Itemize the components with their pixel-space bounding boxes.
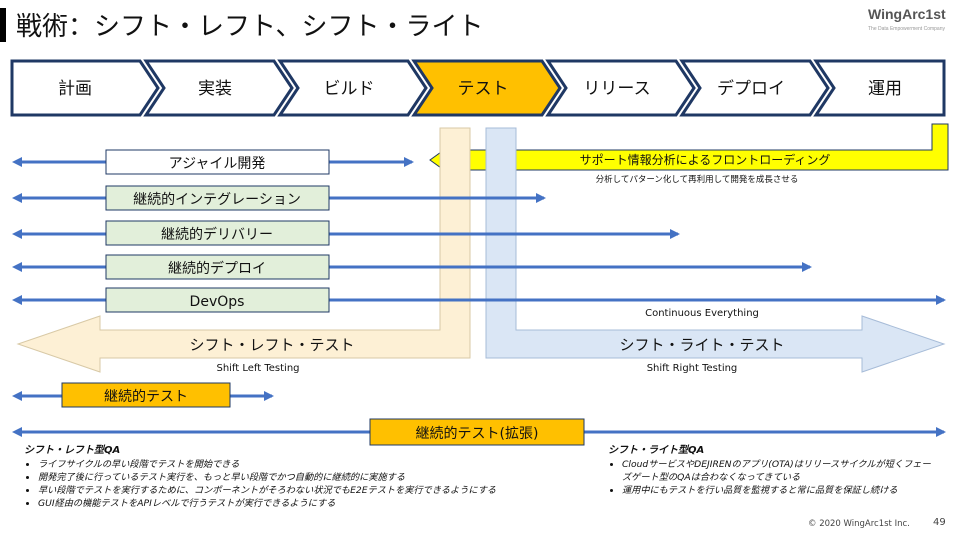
agile-label: アジャイル開発 <box>169 156 266 172</box>
ct-label: 継続的テスト <box>104 388 188 405</box>
list-item: 早い段階でテストを実行するために、コンポーネントがそろわない状況でもE2Eテスト… <box>38 484 564 497</box>
stage-chevrons: 計画 実装 ビルド テスト リリース デプロイ 運用 <box>10 59 946 117</box>
shift-right-notes-heading: シフト・ライト型QA <box>608 445 705 456</box>
list-item: CloudサービスやDEJIRENのアプリ(OTA)はリリースサイクルが短くフェ… <box>622 458 938 484</box>
stage-label: ビルド <box>324 79 375 99</box>
ct-box <box>61 382 231 408</box>
ct-ext-box <box>369 418 585 446</box>
ci-box <box>105 185 330 211</box>
shift-right-notes: シフト・ライト型QA CloudサービスやDEJIRENのアプリ(OTA)はリリ… <box>608 441 938 497</box>
support-sublabel: 分析してパターン化して再利用して開発を成長させる <box>596 174 799 185</box>
stage-label: デプロイ <box>717 78 785 99</box>
stage-label: 実装 <box>198 79 232 99</box>
list-item: 開発完了後に行っているテスト実行を、もっと早い段階でかつ自動的に継続的に実施する <box>38 471 564 484</box>
shift-right-label: シフト・ライト・テスト <box>619 336 784 354</box>
list-item: GUI経由の機能テストをAPIレベルで行うテストが実行できるようにする <box>38 497 564 510</box>
shift-left-arrow <box>16 127 471 373</box>
agile-box <box>105 149 330 175</box>
ci-label: 継続的インテグレーション <box>133 191 301 208</box>
ct-ext-label: 継続的テスト(拡張) <box>416 425 539 442</box>
stage-chevron <box>277 59 428 117</box>
shift-left-notes-heading: シフト・レフト型QA <box>24 445 121 456</box>
shift-left-en-label: Shift Left Testing <box>216 363 299 374</box>
stage-label: リリース <box>583 79 650 99</box>
stage-chevron <box>10 59 160 117</box>
logo-tagline: The Data Empowerment Company <box>868 26 945 32</box>
stage-chevron <box>545 59 696 117</box>
cd-label: 継続的デリバリー <box>161 226 273 243</box>
shift-left-notes: シフト・レフト型QA ライフサイクルの早い段階でテストを開始できる 開発完了後に… <box>24 441 564 510</box>
copyright: © 2020 WingArc1st Inc. <box>808 519 910 529</box>
list-item: ライフサイクルの早い段階でテストを開始できる <box>38 458 564 471</box>
stage-chevron <box>411 59 562 117</box>
continuous-everything-label: Continuous Everything <box>645 308 759 319</box>
stage-label: 計画 <box>58 79 92 99</box>
devops-box <box>105 287 330 313</box>
stage-chevron <box>143 59 294 117</box>
stage-label: テスト <box>458 79 509 99</box>
list-item: 運用中にもテストを行い品質を監視すると常に品質を保証し続ける <box>622 484 938 497</box>
stage-chevron <box>813 59 946 117</box>
page-title: 戦術：シフト・レフト、シフト・ライト <box>16 12 484 42</box>
shift-left-label: シフト・レフト・テスト <box>189 336 354 354</box>
stage-chevron <box>679 59 830 117</box>
cd-box <box>105 220 330 246</box>
support-label: サポート情報分析によるフロントローディング <box>580 152 831 167</box>
shift-right-en-label: Shift Right Testing <box>647 363 738 374</box>
cdeploy-box <box>105 254 330 280</box>
page-number: 49 <box>933 517 946 528</box>
title-accent-bar <box>0 8 6 42</box>
logo: WingArc1st <box>868 6 946 22</box>
cdeploy-label: 継続的デプロイ <box>168 260 266 277</box>
stage-label: 運用 <box>868 79 902 99</box>
devops-label: DevOps <box>190 294 245 310</box>
